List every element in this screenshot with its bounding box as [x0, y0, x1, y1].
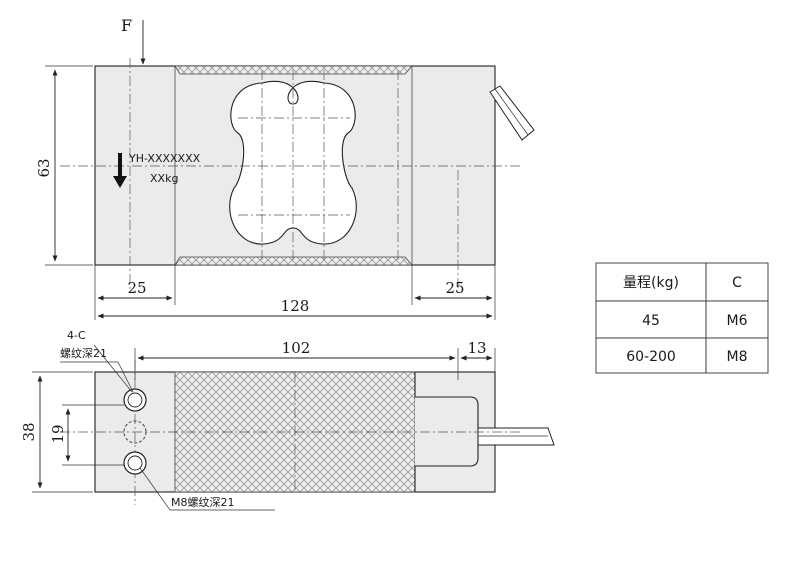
dim-hole-spacing-19: 19: [49, 424, 67, 443]
bottom-recess-strip: [174, 256, 413, 266]
mount-hole-center: [123, 420, 147, 444]
table-cell-thread: M6: [727, 313, 748, 329]
dim-end-13: 13: [467, 339, 486, 357]
bottom-view: 38 19 102 13 4-C 螺纹深21 M8螺纹深21: [20, 329, 555, 511]
mount-hole-bottom: [123, 451, 147, 475]
callout-holes-count: 4-C: [67, 329, 86, 342]
dim-height-63: 63: [35, 158, 53, 177]
dim-right-25: 25: [445, 279, 464, 297]
dim-total-128: 128: [281, 297, 310, 315]
callout-holes-spec: 螺纹深21: [60, 346, 107, 360]
mount-hole-top: [123, 388, 147, 412]
dim-left-25: 25: [127, 279, 146, 297]
table-cell-thread: M8: [727, 349, 748, 365]
top-recess-strip: [174, 65, 413, 75]
table-header-range: 量程(kg): [623, 275, 679, 291]
cable-bottom: [477, 427, 555, 446]
model-label: YH-XXXXXXX: [128, 152, 201, 165]
top-view: F YH-XXXXXXX XXkg 63 25 25 128: [35, 16, 535, 320]
force-label: F: [121, 16, 132, 35]
dim-height-38: 38: [20, 422, 38, 441]
capacity-label: XXkg: [150, 172, 178, 185]
table-cell-range: 45: [642, 313, 660, 329]
callout-bottom-spec: M8螺纹深21: [171, 495, 235, 509]
table-cell-range: 60-200: [626, 349, 676, 365]
spec-table: 量程(kg) C 45 M6 60-200 M8: [595, 262, 769, 374]
dim-pitch-102: 102: [282, 339, 311, 357]
table-header-thread: C: [732, 275, 742, 291]
